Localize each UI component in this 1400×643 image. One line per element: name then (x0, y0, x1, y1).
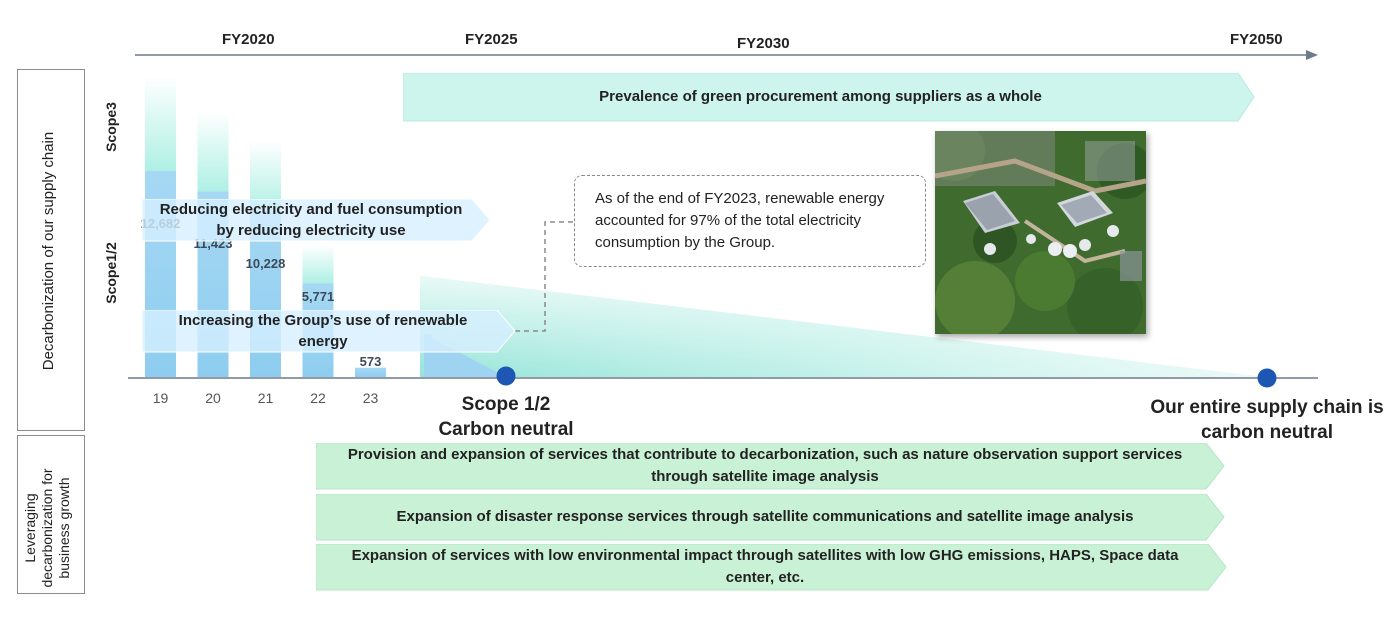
scope12-reduction-bar (424, 334, 432, 377)
callout-connector (515, 221, 575, 332)
year-label-fy2025: FY2025 (465, 31, 518, 48)
supply-chain-neutral-dot (1257, 368, 1277, 388)
bar-value-label: 573 (359, 354, 382, 369)
facility-aerial-photo (935, 131, 1146, 334)
reducing-electricity-label: Reducing electricity and fuel consumptio… (159, 201, 463, 239)
growth-item-1: Provision and expansion of services that… (347, 446, 1183, 485)
scope12-neutral-dot (496, 366, 516, 386)
scope3-bar (197, 111, 229, 192)
section-box-business-growth (17, 435, 85, 594)
x-tick-label: 19 (152, 390, 169, 406)
x-tick-label: 21 (257, 390, 274, 406)
growth-item-3: Expansion of services with low environme… (351, 547, 1179, 586)
growth-item-2: Expansion of disaster response services … (396, 508, 1134, 525)
x-tick-label: 23 (362, 390, 379, 406)
bar-value-label: 10,228 (245, 255, 286, 271)
supply-chain-neutral-label: Our entire supply chain is carbon neutra… (1150, 397, 1384, 443)
growth-arrow-1 (316, 443, 1225, 490)
reducing-electricity-arrow (142, 199, 491, 242)
renewable-energy-label: Increasing the Group’s use of renewable … (178, 312, 468, 350)
scope3-bar (145, 76, 176, 171)
timeline-axis (135, 50, 1318, 60)
green-procurement-arrow (403, 73, 1255, 122)
x-tick-label: 20 (205, 390, 221, 406)
growth-arrow-2 (316, 494, 1225, 541)
renewable-callout: As of the end of FY2023, renewable energ… (574, 175, 926, 267)
scope12-bar (355, 367, 386, 377)
year-label-fy2030: FY2030 (737, 35, 790, 52)
green-procurement-label: Prevalence of green procurement among su… (599, 88, 1042, 105)
section-box-supply-chain (17, 69, 85, 431)
year-label-fy2050: FY2050 (1230, 31, 1283, 48)
scope12-neutral-label: Scope 1/2 Carbon neutral (438, 394, 574, 440)
year-label-fy2020: FY2020 (222, 31, 275, 48)
growth-arrow-3 (316, 544, 1227, 591)
x-tick-label: 22 (310, 390, 326, 406)
scope3-bar (302, 245, 334, 284)
renewable-energy-arrow (142, 310, 516, 353)
bar-value-label: 5,771 (301, 289, 335, 304)
